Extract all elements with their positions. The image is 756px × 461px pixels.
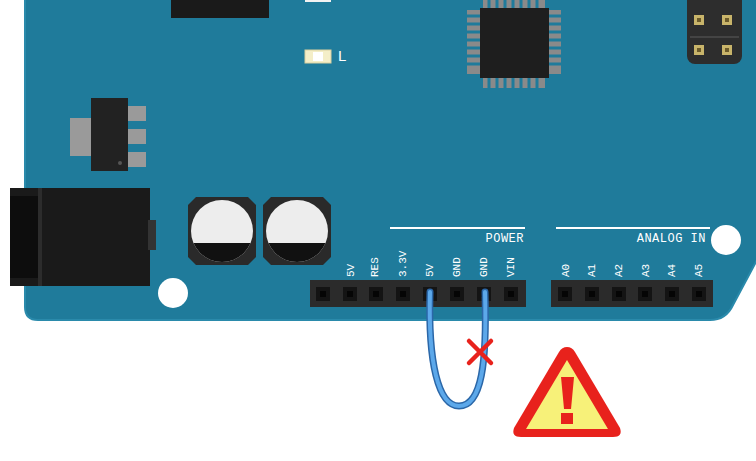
mounting-hole	[158, 278, 188, 308]
electrolytic-capacitor	[263, 197, 333, 273]
electrolytic-capacitor	[188, 197, 258, 273]
header-pin	[612, 287, 626, 301]
pin-label: GND	[479, 257, 490, 277]
voltage-regulator	[70, 98, 146, 171]
pin-label: 3.3V	[398, 251, 409, 277]
header-pin	[316, 287, 330, 301]
mounting-hole	[711, 225, 741, 255]
header-pin	[343, 287, 357, 301]
header-pin	[585, 287, 599, 301]
led-label: L	[338, 48, 346, 63]
pin-label: VIN	[506, 257, 517, 277]
header-pin	[450, 287, 464, 301]
header-group-label: POWER	[485, 233, 524, 245]
header-pin	[692, 287, 706, 301]
error-cross	[469, 341, 491, 363]
pin-label: GND	[452, 257, 463, 277]
header-pin	[638, 287, 652, 301]
analog-header	[551, 280, 713, 307]
pin-label: A0	[561, 264, 572, 277]
led	[305, 0, 331, 2]
led	[305, 50, 331, 63]
header-pin	[396, 287, 410, 301]
pin-label: A2	[614, 264, 625, 277]
microcontroller-chip	[467, 0, 561, 88]
pin-label: RES	[370, 257, 381, 277]
group-line	[556, 227, 710, 229]
pin-label: A4	[667, 264, 678, 277]
header-pin	[369, 287, 383, 301]
ic-chip	[171, 0, 269, 18]
warning-sign	[513, 347, 620, 437]
dc-power-jack	[10, 188, 156, 286]
power-header	[310, 280, 526, 307]
group-line	[390, 227, 525, 229]
icsp-header	[687, 0, 742, 64]
pin-label: 5V	[425, 264, 436, 277]
header-pin	[558, 287, 572, 301]
pin-label: A1	[587, 264, 598, 277]
led-lens	[313, 52, 323, 61]
header-pin	[665, 287, 679, 301]
pin-label: A5	[694, 264, 705, 277]
pin-label: 5V	[346, 264, 357, 277]
header-pin	[504, 287, 518, 301]
pin-label: A3	[641, 264, 652, 277]
header-group-label: ANALOG IN	[637, 233, 706, 245]
